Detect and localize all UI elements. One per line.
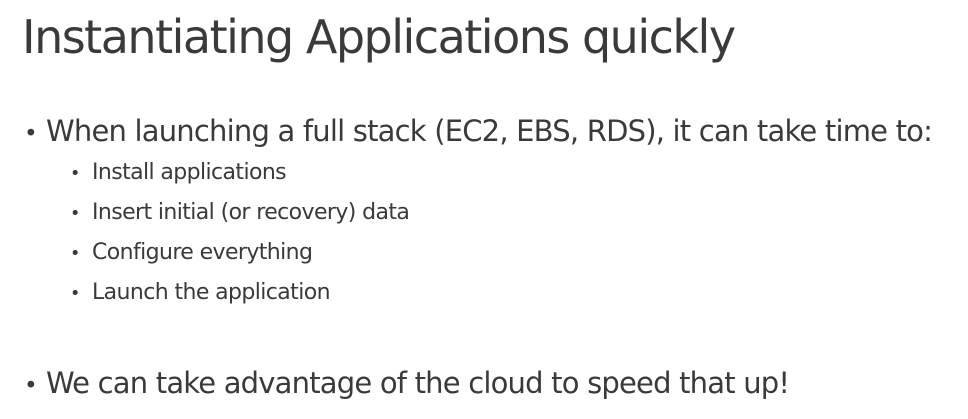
bullet-text: When launching a full stack (EC2, EBS, R… bbox=[46, 114, 933, 148]
sub-bullet-item: • Launch the application bbox=[70, 280, 331, 305]
bullet-item: • When launching a full stack (EC2, EBS,… bbox=[24, 114, 933, 148]
bullet-dot-icon: • bbox=[70, 204, 80, 224]
sub-bullet-item: • Insert initial (or recovery) data bbox=[70, 200, 410, 225]
bullet-dot-icon: • bbox=[24, 120, 38, 147]
sub-bullet-text: Insert initial (or recovery) data bbox=[92, 200, 410, 225]
bullet-dot-icon: • bbox=[70, 164, 80, 184]
sub-bullet-text: Install applications bbox=[92, 160, 287, 185]
bullet-dot-icon: • bbox=[70, 244, 80, 264]
bullet-dot-icon: • bbox=[70, 284, 80, 304]
sub-bullet-text: Launch the application bbox=[92, 280, 331, 305]
sub-bullet-text: Configure everything bbox=[92, 240, 313, 265]
bullet-item: • We can take advantage of the cloud to … bbox=[24, 366, 790, 400]
bullet-dot-icon: • bbox=[24, 372, 38, 399]
sub-bullet-item: • Install applications bbox=[70, 160, 287, 185]
sub-bullet-item: • Configure everything bbox=[70, 240, 313, 265]
bullet-text: We can take advantage of the cloud to sp… bbox=[46, 366, 790, 400]
slide-title: Instantiating Applications quickly bbox=[22, 10, 736, 64]
